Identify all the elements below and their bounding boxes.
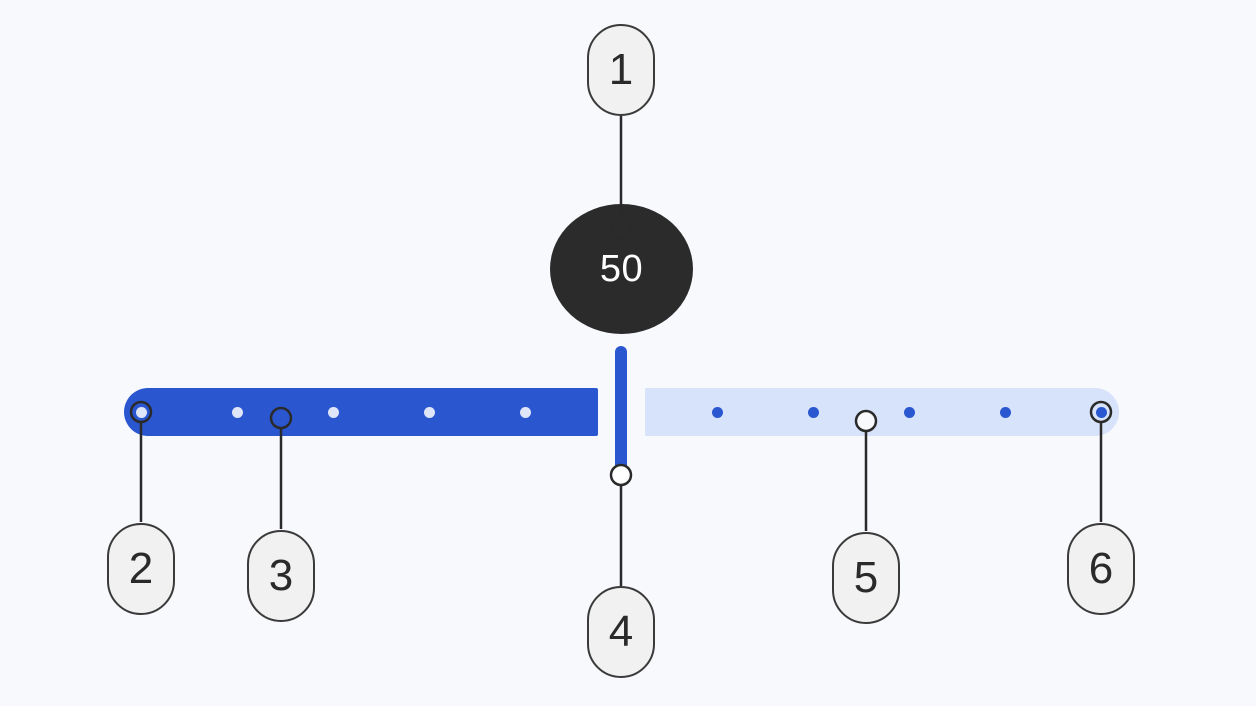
stop-indicator (999, 406, 1011, 418)
value-label: 50 (599, 247, 644, 290)
callout-number: 1 (608, 45, 634, 94)
callout-number: 3 (268, 551, 294, 600)
callout-badge-1: 1 (587, 24, 655, 116)
stop-indicator (231, 406, 243, 418)
stop-indicator (327, 406, 339, 418)
stop-indicator (807, 406, 819, 418)
callout-badge-3: 3 (247, 530, 315, 622)
callout-number: 5 (853, 553, 879, 602)
callout-number: 4 (608, 607, 634, 656)
callout-marker-2 (129, 400, 153, 424)
callout-number: 2 (128, 544, 154, 593)
stop-indicator (135, 406, 147, 418)
callout-badge-4: 4 (587, 586, 655, 678)
inactive-track[interactable] (645, 388, 1119, 436)
slider-handle[interactable] (615, 346, 627, 476)
callout-badge-2: 2 (107, 523, 175, 615)
callout-number: 6 (1088, 544, 1114, 593)
callout-marker-1 (609, 216, 633, 240)
callout-marker-3 (269, 406, 293, 430)
callout-marker-4 (609, 463, 633, 487)
callout-badge-6: 6 (1067, 523, 1135, 615)
stop-indicator (711, 406, 723, 418)
stop-indicator (423, 406, 435, 418)
stop-indicator (519, 406, 531, 418)
stop-indicator (1095, 406, 1107, 418)
callout-marker-6 (1089, 400, 1113, 424)
callout-badge-5: 5 (832, 532, 900, 624)
callout-marker-5 (854, 409, 878, 433)
active-track[interactable] (124, 388, 598, 436)
stop-indicator (903, 406, 915, 418)
